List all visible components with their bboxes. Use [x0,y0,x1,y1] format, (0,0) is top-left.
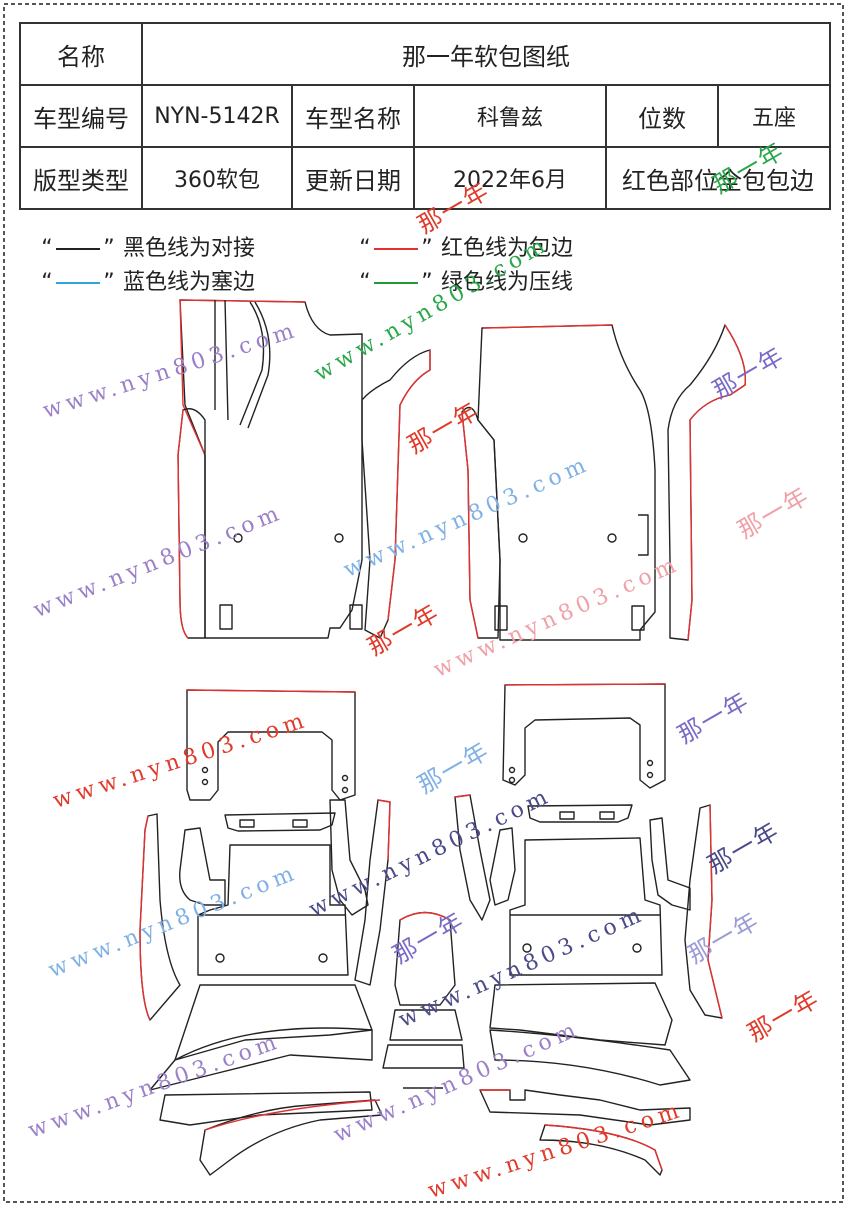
center-hump-pieces [382,911,465,1089]
pattern-type: 360软包 [141,146,293,210]
legend-quote-close: ” [421,236,433,261]
rear-right-tunnel-strip [454,794,516,921]
legend-item-blue: “ ” 蓝色线为塞边 [40,264,255,296]
rear-left-door-trim [179,827,226,906]
model-name: 科鲁兹 [413,84,607,148]
update-label: 更新日期 [291,146,415,210]
legend-quote-open: “ [41,270,53,295]
legend-item-green: “ ” 绿色线为压线 [358,264,573,296]
legend-swatch-blue [56,282,100,284]
legend-quote-close: ” [421,270,433,295]
hump-strip-left [224,812,336,832]
front-left-mat [179,299,363,639]
legend-item-black: “ ” 黑色线为对接 [40,230,255,262]
wrap-note: 红色部位全包包边 [605,146,831,210]
update-date: 2022年6月 [413,146,607,210]
legend-label: 蓝色线为塞边 [123,270,256,295]
name-label: 名称 [19,22,143,86]
legend-swatch-black [56,248,100,250]
model-name-label: 车型名称 [291,84,415,148]
legend-quote-close: ” [103,236,115,261]
drawing-title: 那一年软包图纸 [141,22,831,86]
legend-swatch-red [374,248,418,250]
seats-label: 位数 [605,84,719,148]
rear-right-floor [509,837,663,976]
hump-strip-right [527,804,633,823]
front-left-side-strip [177,408,206,639]
legend-label: 黑色线为对接 [123,236,256,261]
pattern-type-label: 版型类型 [19,146,143,210]
rear-right-top-panel [502,683,666,789]
rear-left-side-strip [139,813,181,1021]
legend-quote-open: “ [359,236,371,261]
front-left-tunnel-strip [361,349,431,639]
spec-row-type: 版型类型 360软包 更新日期 2022年6月 红色部位全包包边 [19,146,831,210]
rear-right-door-trim [649,817,691,911]
spec-table: 名称 那一年软包图纸 车型编号 NYN-5142R 车型名称 科鲁兹 位数 五座… [19,22,831,210]
front-right-left-strip [461,406,501,639]
rear-left-top-panel [186,689,356,801]
seats-value: 五座 [717,84,831,148]
legend-item-red: “ ” 红色线为包边 [358,230,573,262]
rear-right-lower-pieces [479,982,691,1176]
spec-row-model: 车型编号 NYN-5142R 车型名称 科鲁兹 位数 五座 [19,84,831,148]
model-code-label: 车型编号 [19,84,143,148]
model-code: NYN-5142R [141,84,293,148]
rear-left-tunnel-strip [329,799,391,986]
legend-label: 绿色线为压线 [441,270,574,295]
legend-swatch-green [374,282,418,284]
front-right-mat [477,324,656,641]
legend-quote-open: “ [359,270,371,295]
spec-row-name: 名称 那一年软包图纸 [19,22,831,86]
front-right-door-strip [667,324,747,641]
legend-label: 红色线为包边 [441,236,574,261]
rear-right-side-strip [684,804,723,1019]
legend-quote-close: ” [103,270,115,295]
rear-left-floor [197,844,349,976]
legend-quote-open: “ [41,236,53,261]
rear-left-lower-pieces [149,984,383,1176]
